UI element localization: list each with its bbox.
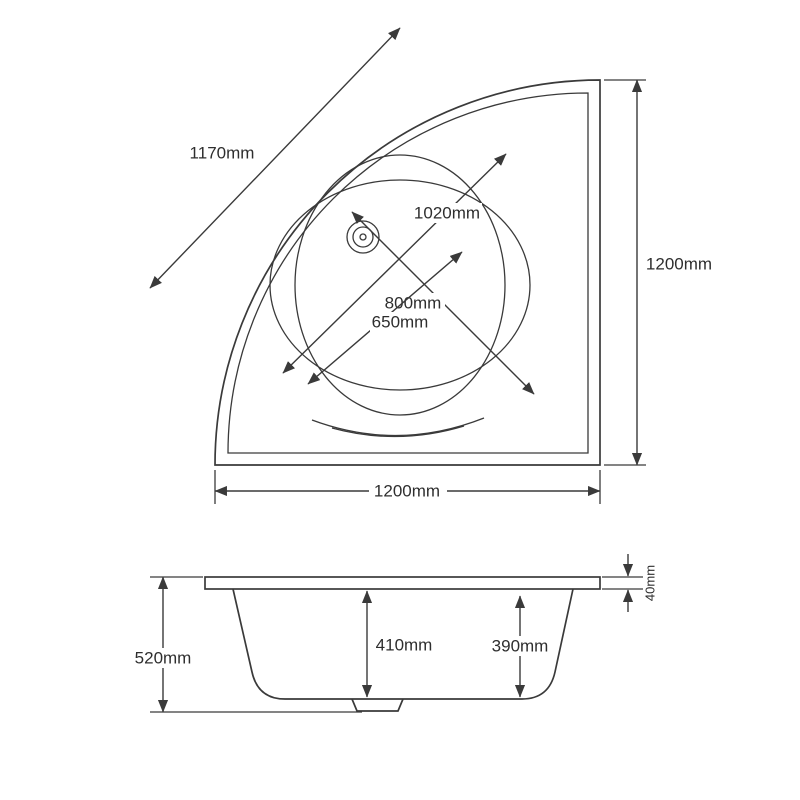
dimension-well-width: 800mm — [351, 211, 535, 395]
well-diagonal-dimension-label: 1020mm — [414, 204, 480, 223]
tub-body-profile — [232, 588, 574, 700]
rim-thickness-dimension-label: 40mm — [643, 565, 658, 601]
bath-inner-rim — [227, 92, 589, 454]
overall-height-dimension-label: 520mm — [135, 649, 192, 668]
dimension-well-floor-width: 650mm — [307, 251, 463, 385]
dimension-well-diagonal: 1020mm — [282, 153, 507, 374]
label-mask — [369, 481, 447, 501]
dimension-internal-depth-back: 390mm — [489, 595, 551, 698]
overall-depth-dimension-label: 1200mm — [646, 255, 712, 274]
well-diagonal-dimension-line — [282, 153, 507, 374]
label-mask — [129, 648, 197, 668]
dimension-overall-depth: 1200mm — [604, 79, 712, 466]
well-width-dimension-label: 800mm — [385, 294, 442, 313]
drain-center-dot — [359, 233, 367, 241]
dimension-rim-thickness: 40mm — [602, 554, 658, 612]
dimension-internal-depth-front: 410mm — [361, 590, 433, 698]
side-elevation-view: 520mm 410mm 390mm 40mm — [129, 554, 658, 713]
dimension-overall-height: 520mm — [129, 576, 362, 713]
bath-outer-outline — [214, 79, 601, 466]
drain-outer-circle — [346, 220, 380, 254]
label-mask — [370, 312, 432, 332]
dimension-overall-width: 1200mm — [214, 470, 601, 504]
overall-width-dimension-label: 1200mm — [374, 482, 440, 501]
rim-diagonal-dimension-label: 1170mm — [190, 144, 255, 163]
plan-view: 1170mm 1020mm 800mm 650mm — [149, 27, 712, 504]
label-mask — [489, 636, 551, 656]
rim-profile — [204, 576, 601, 590]
internal-depth-front-dimension-label: 410mm — [376, 636, 433, 655]
dimension-rim-diagonal: 1170mm — [149, 27, 401, 289]
drain-profile — [351, 698, 404, 712]
front-seat-curve-outer — [311, 417, 485, 437]
well-floor-dimension-label: 650mm — [372, 313, 429, 332]
rim-diagonal-dimension-line — [149, 27, 401, 289]
front-seat-curve-inner — [331, 425, 465, 438]
bath-well-contour-horizontal — [269, 179, 531, 391]
internal-depth-back-dimension-label: 390mm — [492, 637, 549, 656]
